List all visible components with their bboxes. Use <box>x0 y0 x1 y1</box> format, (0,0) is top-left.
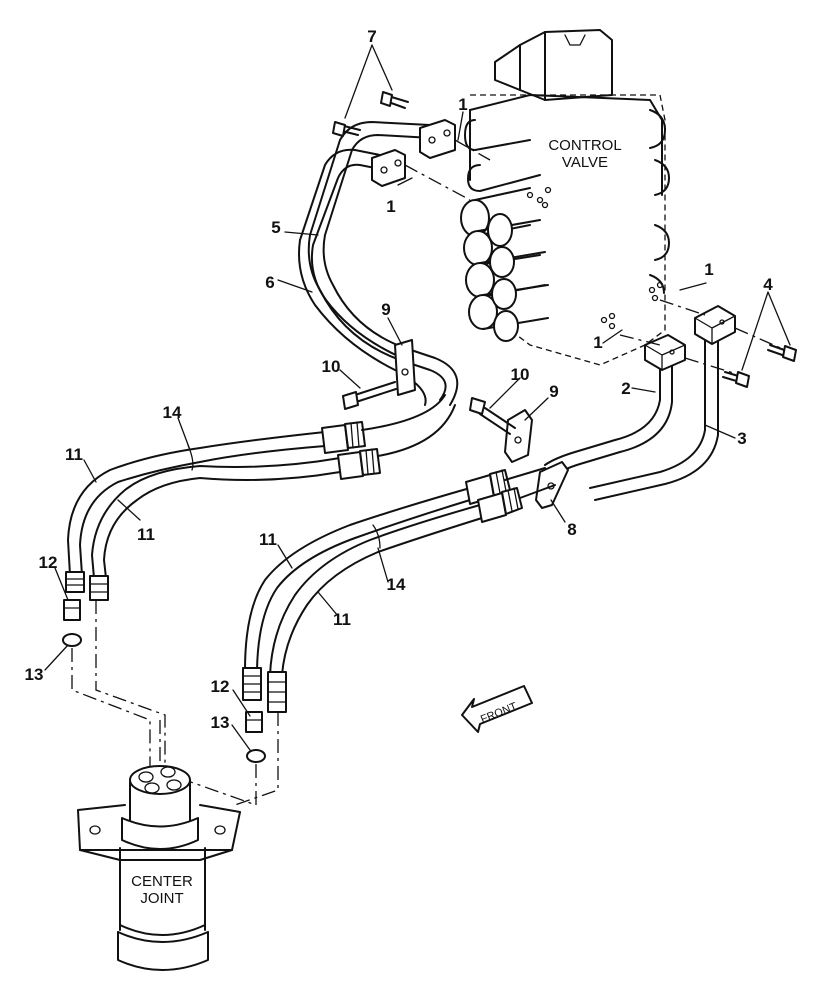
callout-1a: 1 <box>458 95 467 114</box>
bolt-4a <box>767 344 797 362</box>
fitting-left-lower <box>337 448 381 480</box>
hose-11-right-b <box>269 504 483 676</box>
callout-1d: 1 <box>593 333 602 352</box>
callout-10b: 10 <box>511 365 530 384</box>
bolt-7b <box>332 121 361 137</box>
pipe-2 <box>544 365 673 479</box>
flange-right-b <box>694 305 736 345</box>
center-joint: CENTER JOINT <box>71 600 279 971</box>
control-valve-label-line2: VALVE <box>562 154 608 171</box>
callout-7: 7 <box>367 27 376 46</box>
fitting-right-lower <box>477 487 523 523</box>
end-fitting-right-a <box>242 667 262 701</box>
callout-10a: 10 <box>322 357 341 376</box>
bolt-4b <box>722 371 750 388</box>
bolt-7a <box>380 91 409 109</box>
callout-12a: 12 <box>39 553 58 572</box>
clamp-9-lower <box>504 409 533 463</box>
adapter-12-left <box>63 599 81 621</box>
end-fitting-left-b <box>89 575 109 601</box>
clamp-9-upper <box>394 339 416 396</box>
flange-upper-b <box>371 149 406 187</box>
bolt-10-upper <box>342 381 397 410</box>
callout-2: 2 <box>621 379 630 398</box>
control-valve: CONTROL VALVE <box>460 29 670 366</box>
callout-8: 8 <box>567 520 576 539</box>
center-joint-label-line1: CENTER <box>131 873 193 890</box>
callout-6: 6 <box>265 273 274 292</box>
o-ring-13-left <box>62 633 82 647</box>
hose-11-right-a <box>244 487 471 671</box>
hose-11-left-a <box>67 431 326 576</box>
callout-13a: 13 <box>25 665 44 684</box>
end-fitting-left-a <box>65 571 85 593</box>
callout-9b: 9 <box>549 382 558 401</box>
clamp-8 <box>535 461 569 509</box>
leader-lines <box>44 111 736 751</box>
flange-upper-a <box>419 119 456 159</box>
front-arrow: FRONT <box>461 685 533 733</box>
callout-11b: 11 <box>137 525 155 544</box>
hose-11-left-b <box>91 457 341 579</box>
callout-13b: 13 <box>211 713 230 732</box>
callout-4: 4 <box>763 275 773 294</box>
callout-9a: 9 <box>381 300 390 319</box>
callout-1b: 1 <box>386 197 395 216</box>
hose-band-14-right <box>372 524 381 549</box>
front-arrow-label: FRONT <box>479 700 519 725</box>
callout-11c: 11 <box>259 530 277 549</box>
pipe-3 <box>589 337 719 501</box>
adapter-12-right <box>245 711 263 733</box>
bolt-10-lower <box>469 397 516 435</box>
callout-3: 3 <box>737 429 746 448</box>
center-joint-label-line2: JOINT <box>140 890 183 907</box>
callout-14b: 14 <box>387 575 406 594</box>
callout-11a: 11 <box>65 445 83 464</box>
end-fitting-right-b <box>267 671 287 713</box>
callout-14a: 14 <box>163 403 182 422</box>
callout-12b: 12 <box>211 677 230 696</box>
callout-1c: 1 <box>704 260 713 279</box>
o-ring-13-right <box>246 749 266 763</box>
callout-5: 5 <box>271 218 280 237</box>
callout-numbers: 7 1 1 5 6 1 4 9 1 10 10 9 2 14 3 11 11 8… <box>25 27 774 732</box>
callout-11d: 11 <box>333 610 351 629</box>
fitting-left-upper <box>321 421 366 454</box>
control-valve-label-line1: CONTROL <box>548 137 621 154</box>
